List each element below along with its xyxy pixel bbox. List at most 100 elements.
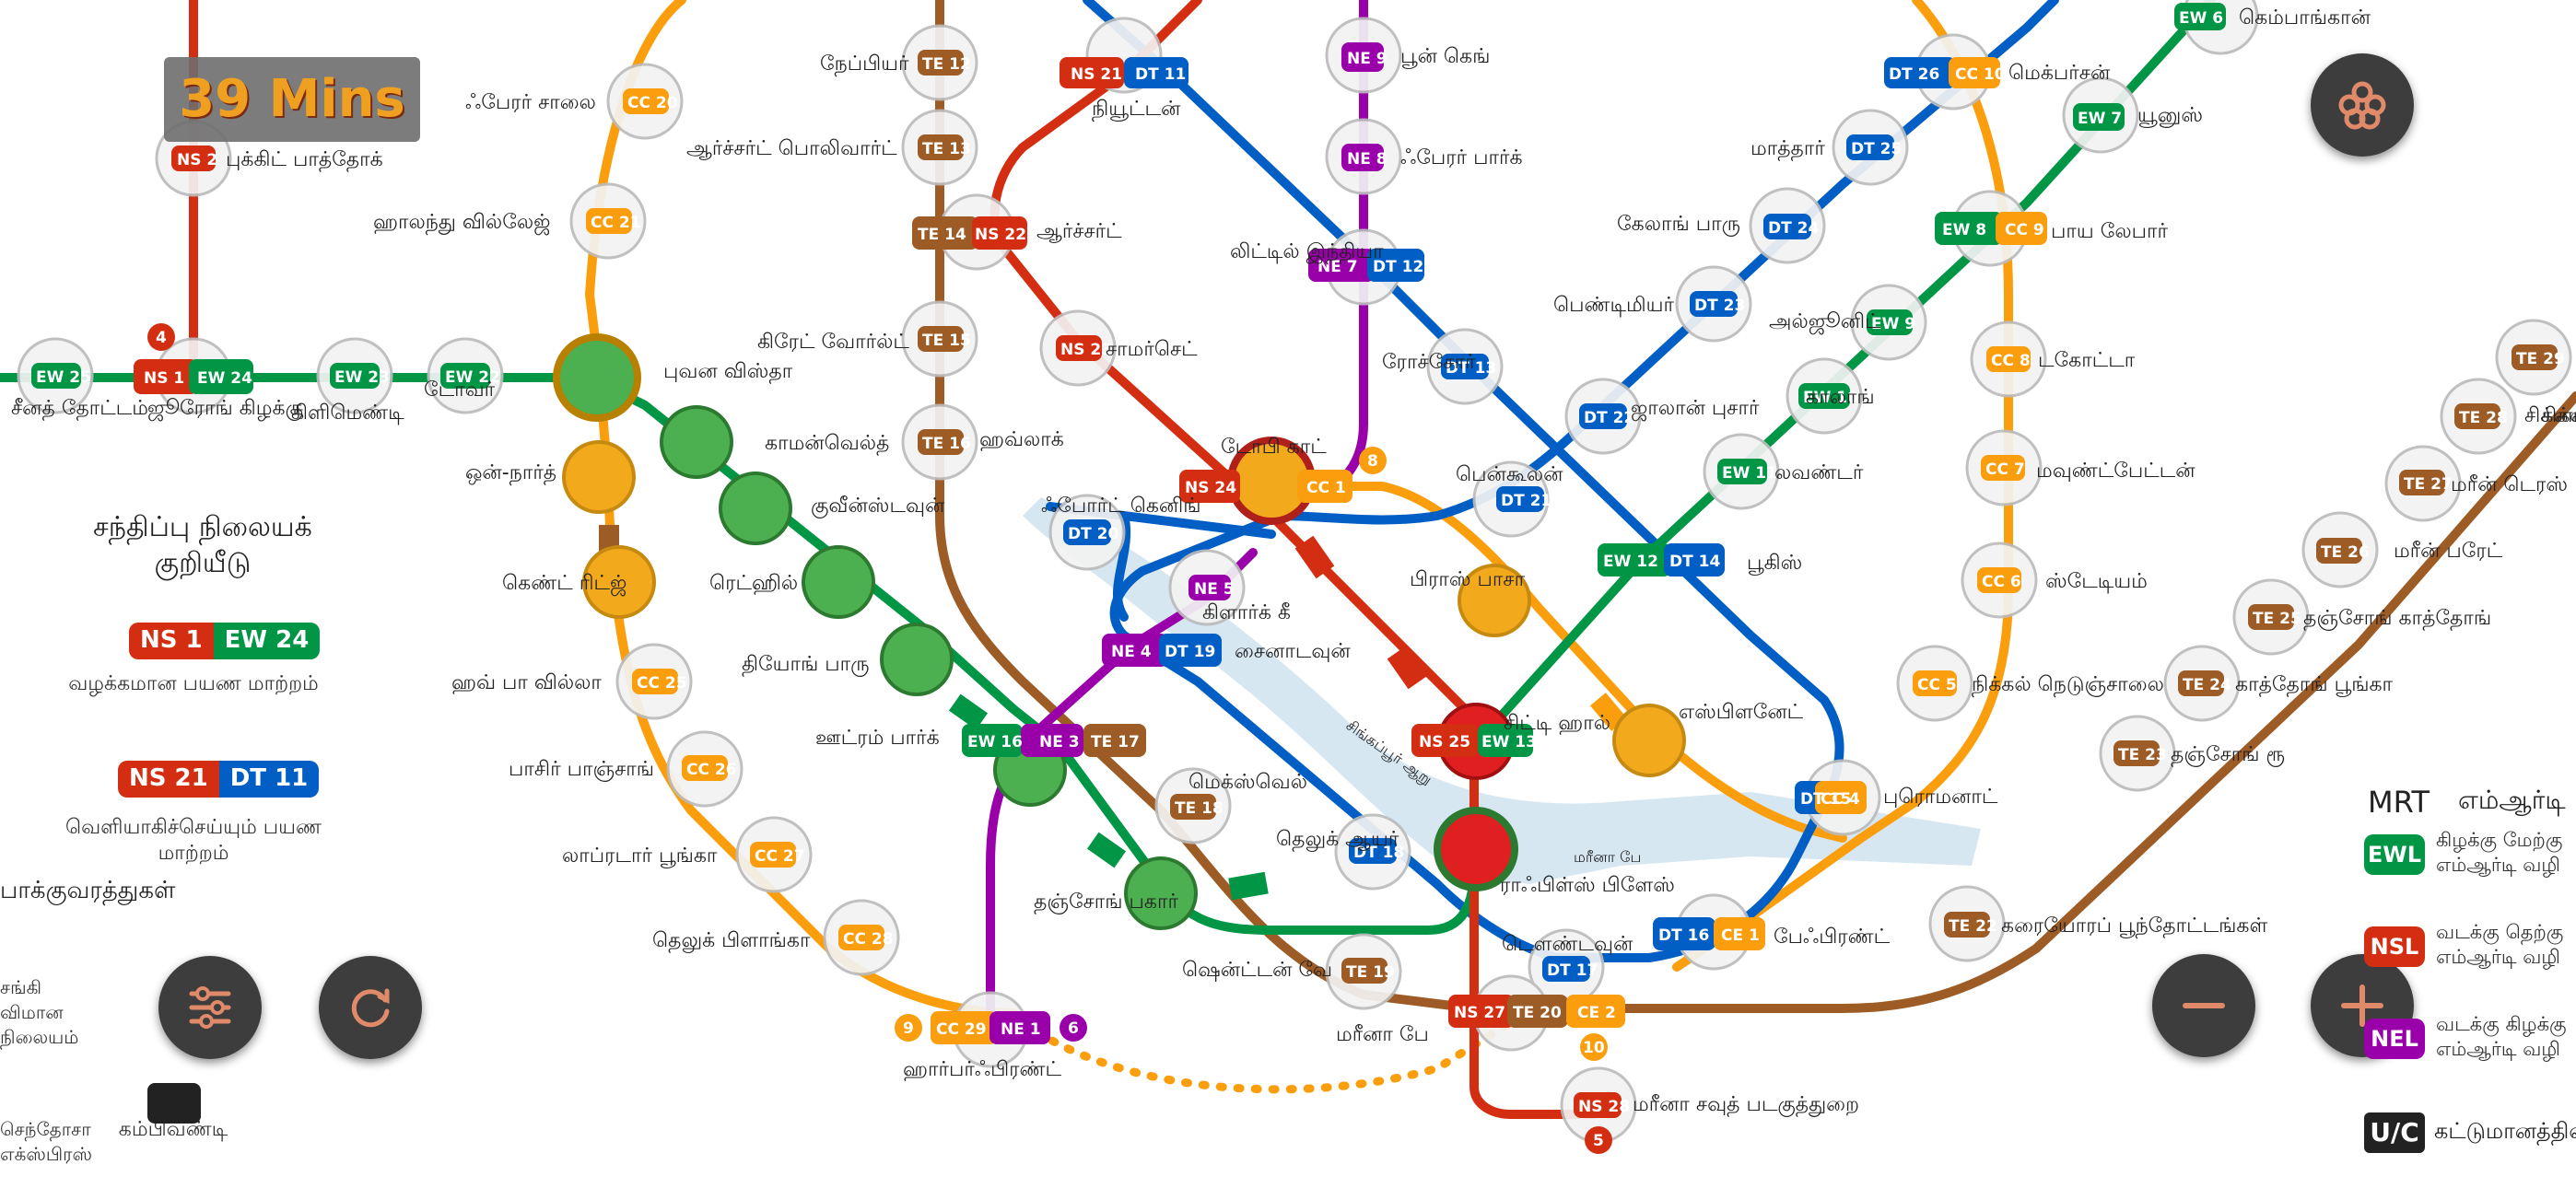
pill-dt25[interactable]: DT 25 <box>1846 134 1902 160</box>
station-label-ns24[interactable]: டோபி காட் <box>1221 436 1327 459</box>
pill-ew6[interactable]: EW 6 <box>2174 3 2226 30</box>
pill-ne9[interactable]: NE 9 <box>1341 42 1388 72</box>
station-label-te18[interactable]: மெக்ஸ்வெல் <box>1188 771 1307 794</box>
station-label-ew20[interactable]: காமன்வெல்த் <box>765 432 889 456</box>
station-label-ew16[interactable]: ஊட்ரம் பார்க் <box>815 727 940 750</box>
station-label-ew22[interactable]: டோவர் <box>424 379 496 402</box>
station-label-ew17[interactable]: தியோங் பாரு <box>742 653 870 677</box>
station-label-cc27[interactable]: லாப்ரடார் பூங்கா <box>562 844 718 868</box>
station-label-dt20[interactable]: ஃபோர்ட் கெனிங் <box>1041 495 1201 518</box>
filter-button[interactable] <box>158 956 262 1059</box>
station-label-te16[interactable]: ஹவ்லாக் <box>979 428 1064 451</box>
station-label-cc3[interactable]: எஸ்பிளனேட் <box>1679 701 1804 724</box>
station-label-ew10[interactable]: காலாங் <box>1806 386 1875 409</box>
pill-cc20[interactable]: CC 20 <box>623 88 678 114</box>
station-label-dt13[interactable]: ரோச்சோர் <box>1382 351 1476 374</box>
station-label-cc25[interactable]: ஹவ் பா வில்லா <box>451 671 602 694</box>
station-label-te25[interactable]: தஞ்சோங் காத்தோங் <box>2303 607 2491 631</box>
pill-te29[interactable]: TE 29 <box>2512 344 2565 370</box>
station-label-ew15[interactable]: தஞ்சோங் பகார் <box>1034 891 1178 914</box>
station-label-ew25[interactable]: சீனத் தோட்டம் <box>11 397 148 421</box>
pill-ew11[interactable]: EW 11 <box>1717 459 1777 484</box>
station-label-cc20[interactable]: ஃபேரர் சாலை <box>465 91 596 114</box>
pill-cc6[interactable]: CC 6 <box>1977 567 2021 593</box>
station-label-dt18[interactable]: தெலுக் ஆயர் <box>1276 828 1399 852</box>
station-label-cc5[interactable]: நிக்கல் நெடுஞ்சாலை <box>1972 673 2164 697</box>
station-label-te22[interactable]: கரையோரப் பூந்தோட்டங்கள் <box>2001 914 2267 938</box>
station-label-cc21[interactable]: ஹாலந்து வில்லேஜ் <box>373 211 550 235</box>
pill-te16[interactable]: TE 16 <box>918 429 971 455</box>
station-label-ne8[interactable]: ஃபேரர் பார்க் <box>1400 146 1523 169</box>
station-label-te29[interactable]: சிக்னாய் <box>2541 404 2576 427</box>
station-label-te24[interactable]: காத்தோங் பூங்கா <box>2235 673 2394 697</box>
pill-cc8[interactable]: CC 8 <box>1986 346 2031 372</box>
station-label-dt17[interactable]: டௌண்டவுன் <box>1502 933 1633 956</box>
station-label-ns2[interactable]: புக்கிட் பாத்தோக் <box>226 148 383 172</box>
station-label-ns23[interactable]: சாமர்செட் <box>1106 338 1198 361</box>
station-label-dt26[interactable]: மெக்பர்சன் <box>2008 62 2111 85</box>
station-label-ew11[interactable]: லவண்டர் <box>1774 461 1864 484</box>
station-label-dt22[interactable]: ஜாலான் புசார் <box>1631 397 1760 421</box>
pill-cc25[interactable]: CC 25 <box>632 669 687 694</box>
pill-dt17[interactable]: DT 17 <box>1542 956 1598 982</box>
station-label-ne7[interactable]: லிட்டில் இந்தியா <box>1230 240 1384 264</box>
station-label-dt21[interactable]: பென்கூலன் <box>1456 463 1563 486</box>
station-label-ne5[interactable]: கிளார்க் கீ <box>1202 601 1291 624</box>
pill-dt21[interactable]: DT 21 <box>1496 486 1551 512</box>
station-label-dt23[interactable]: பெண்டிமியர் <box>1553 294 1675 317</box>
station-label-ne4[interactable]: சைனாடவுன் <box>1235 640 1351 663</box>
station-label-cc26[interactable]: பாசிர் பாஞ்சாங் <box>509 758 654 782</box>
pill-ew23[interactable]: EW 23 <box>330 363 390 389</box>
station-label-te28[interactable]: சிக்னாய் <box>2524 404 2576 427</box>
pill-te18[interactable]: TE 18 <box>1170 794 1224 820</box>
station-label-ew8[interactable]: பாய லேபார் <box>2051 220 2168 243</box>
pill-ns23[interactable]: NS 23 <box>1056 335 1112 361</box>
pill-ew22[interactable]: EW 22 <box>440 363 500 389</box>
station-label-cc7[interactable]: மவுண்ட்பேட்டன் <box>2036 460 2195 483</box>
pill-dt24[interactable]: DT 24 <box>1763 214 1819 239</box>
station-label-cc8[interactable]: டகோட்டா <box>2038 349 2136 372</box>
pill-dt23[interactable]: DT 23 <box>1690 291 1745 317</box>
station-label-ns28[interactable]: மரீனா சவுத் படகுத்துறை <box>1633 1093 1859 1117</box>
station-label-cc24[interactable]: கெண்ட் ரிட்ஜ் <box>502 572 626 596</box>
station-label-ns26[interactable]: ராஃபிள்ஸ் பிளேஸ் <box>1500 874 1675 897</box>
pill-ne5[interactable]: NE 5 <box>1188 575 1235 600</box>
station-label-te12[interactable]: நேப்பியர் <box>820 52 909 76</box>
station-label-ew23[interactable]: கிளிமெண்டி <box>291 402 404 425</box>
station-label-te14[interactable]: ஆர்ச்சர்ட் <box>1036 220 1122 243</box>
station-label-cc29[interactable]: ஹார்பர்ஃபிரண்ட் <box>903 1058 1061 1081</box>
pill-ew25[interactable]: EW 25 <box>31 363 91 389</box>
pill-cc26[interactable]: CC 26 <box>682 755 737 781</box>
pill-te28[interactable]: TE 28 <box>2454 403 2508 429</box>
reset-button[interactable] <box>319 956 422 1059</box>
pill-te25[interactable]: TE 25 <box>2248 604 2301 630</box>
station-label-dt25[interactable]: மாத்தார் <box>1751 137 1825 161</box>
station-label-ew6[interactable]: கெம்பாங்கான் <box>2239 6 2371 29</box>
station-label-ns21[interactable]: நியூட்டன் <box>1092 98 1181 122</box>
pill-dt22[interactable]: DT 22 <box>1579 403 1634 429</box>
pill-te26[interactable]: TE 26 <box>2316 538 2370 564</box>
station-label-te15[interactable]: கிரேட் வோர்ல்ட் <box>757 331 909 354</box>
pill-te12[interactable]: TE 12 <box>918 50 971 76</box>
pill-dt13[interactable]: DT 13 <box>1441 354 1496 379</box>
pill-ns28[interactable]: NS 28 <box>1574 1092 1630 1118</box>
pill-ew7[interactable]: EW 7 <box>2073 103 2125 131</box>
station-label-te23[interactable]: தஞ்சோங் ரூ <box>2171 743 2285 767</box>
pill-te27[interactable]: TE 27 <box>2399 470 2453 495</box>
station-label-te19[interactable]: ஷென்ட்டன் வே <box>1182 959 1332 982</box>
pill-dt18[interactable]: DT 18 <box>1349 838 1404 864</box>
station-label-dt15[interactable]: புரொமனாட் <box>1883 786 1998 809</box>
pill-cc28[interactable]: CC 28 <box>838 925 894 950</box>
